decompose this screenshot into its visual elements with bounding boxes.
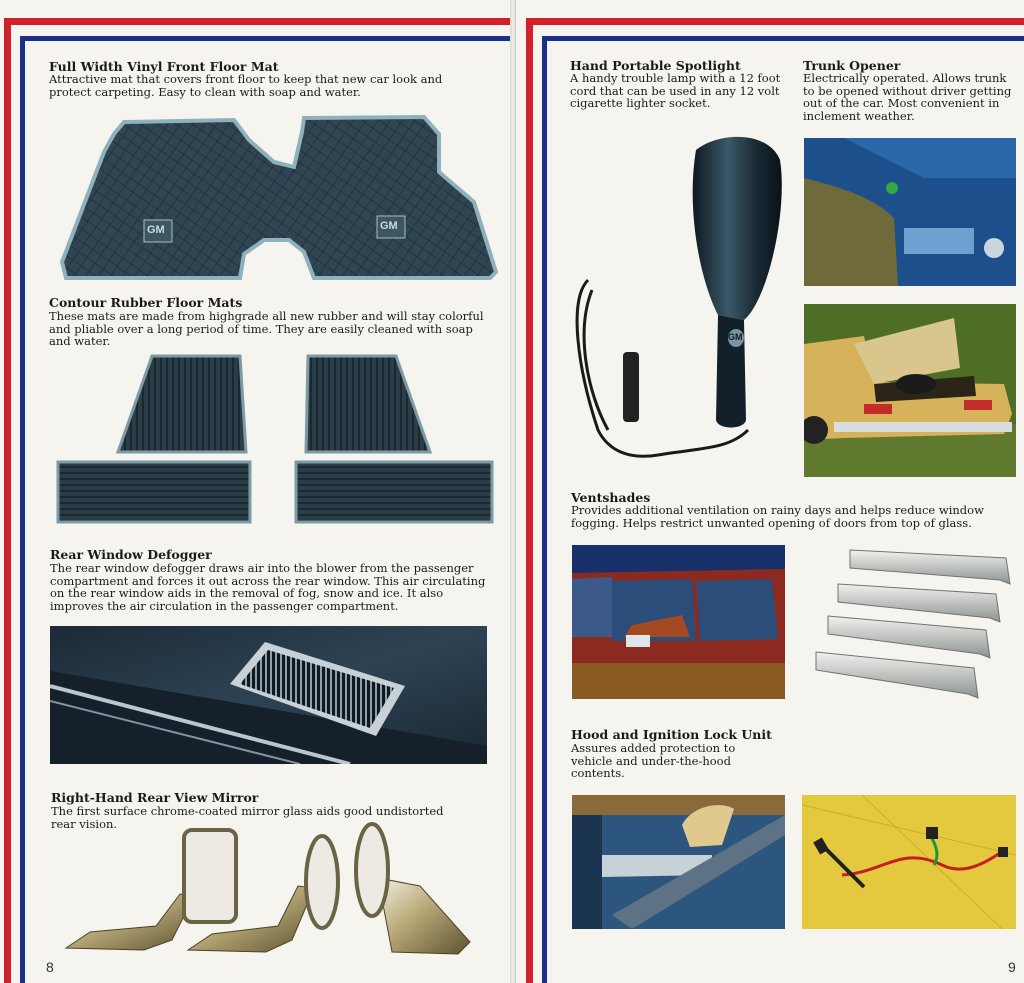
lamp-head (692, 136, 782, 320)
item-description: Provides additional ventilation on rainy… (571, 503, 984, 530)
car-trunk-open-photo (804, 304, 1016, 477)
mirror-1-arm (64, 893, 195, 951)
vinyl-floor-mat-illustration (59, 114, 499, 280)
mirror-2-glass (304, 834, 340, 930)
item-title: Full Width Vinyl Front Floor Mat (49, 59, 279, 74)
item-title: Rear Window Defogger (50, 547, 212, 562)
item-description: A handy trouble lamp with a 12 foot cord… (570, 71, 781, 110)
item-description: The first surface chrome-coated mirror g… (51, 804, 444, 831)
left-page: Full Width Vinyl Front Floor Mat Attract… (4, 18, 510, 983)
mirror-3-arm (377, 877, 471, 955)
item-title: Right-Hand Rear View Mirror (51, 790, 259, 805)
gm-badge-right: GM (380, 220, 398, 232)
floor-mat-shape (59, 114, 499, 280)
red-stripe-top (526, 18, 1024, 25)
trunk-opener-photo (804, 138, 1016, 286)
item-description: These mats are made from highgrade all n… (49, 309, 484, 348)
blue-stripe-left (542, 36, 547, 983)
rear-mat-left-top (115, 354, 248, 454)
blue-stripe-top (20, 36, 510, 41)
red-stripe-left (4, 18, 11, 983)
ignition-lock-wiring-photo (802, 795, 1016, 929)
hood-lock-photo (572, 795, 785, 929)
page-number: 8 (46, 959, 54, 975)
ventshades-illustration (815, 549, 1011, 699)
item-description: The rear window defogger draws air into … (50, 561, 486, 613)
item-description: Attractive mat that covers front floor t… (49, 72, 443, 99)
item-title: Hood and Ignition Lock Unit (571, 727, 772, 742)
station-wagon-ventshades-photo (572, 545, 785, 699)
gm-badge-spotlight: GM (728, 332, 743, 342)
mirror-3-glass (354, 822, 390, 918)
item-description: Electrically operated. Allows trunk to b… (803, 71, 1012, 123)
ventshade-4 (815, 651, 979, 699)
right-page: Hand Portable Spotlight A handy trouble … (512, 0, 1024, 983)
mirror-1-glass (182, 828, 238, 924)
red-stripe-left (526, 18, 533, 983)
rear-view-mirrors-illustration (64, 822, 471, 955)
ventshade-2 (837, 583, 1001, 623)
spine-gutter (510, 0, 516, 983)
item-title: Contour Rubber Floor Mats (49, 295, 243, 310)
ventshade-3 (827, 615, 991, 659)
ventshade-1 (849, 549, 1011, 585)
gm-badge-left: GM (147, 224, 165, 236)
rear-mat-right-top (304, 354, 433, 454)
page-number: 9 (1008, 959, 1016, 975)
power-cord (575, 278, 750, 458)
item-title: Ventshades (571, 490, 651, 505)
item-description: Assures added protection to vehicle and … (571, 741, 736, 780)
front-mat-left (56, 460, 252, 524)
red-stripe-top (4, 18, 510, 25)
blue-stripe-top (542, 36, 1024, 41)
blue-stripe-left (20, 36, 25, 983)
wiring-red (841, 851, 1001, 877)
rubber-floor-mats-illustration (56, 354, 494, 524)
spotlight-illustration (575, 136, 782, 458)
item-title: Hand Portable Spotlight (570, 58, 741, 73)
front-mat-right (294, 460, 494, 524)
item-title: Trunk Opener (803, 58, 901, 73)
lighter-plug (623, 352, 639, 422)
rear-window-defogger-photo (50, 626, 487, 764)
